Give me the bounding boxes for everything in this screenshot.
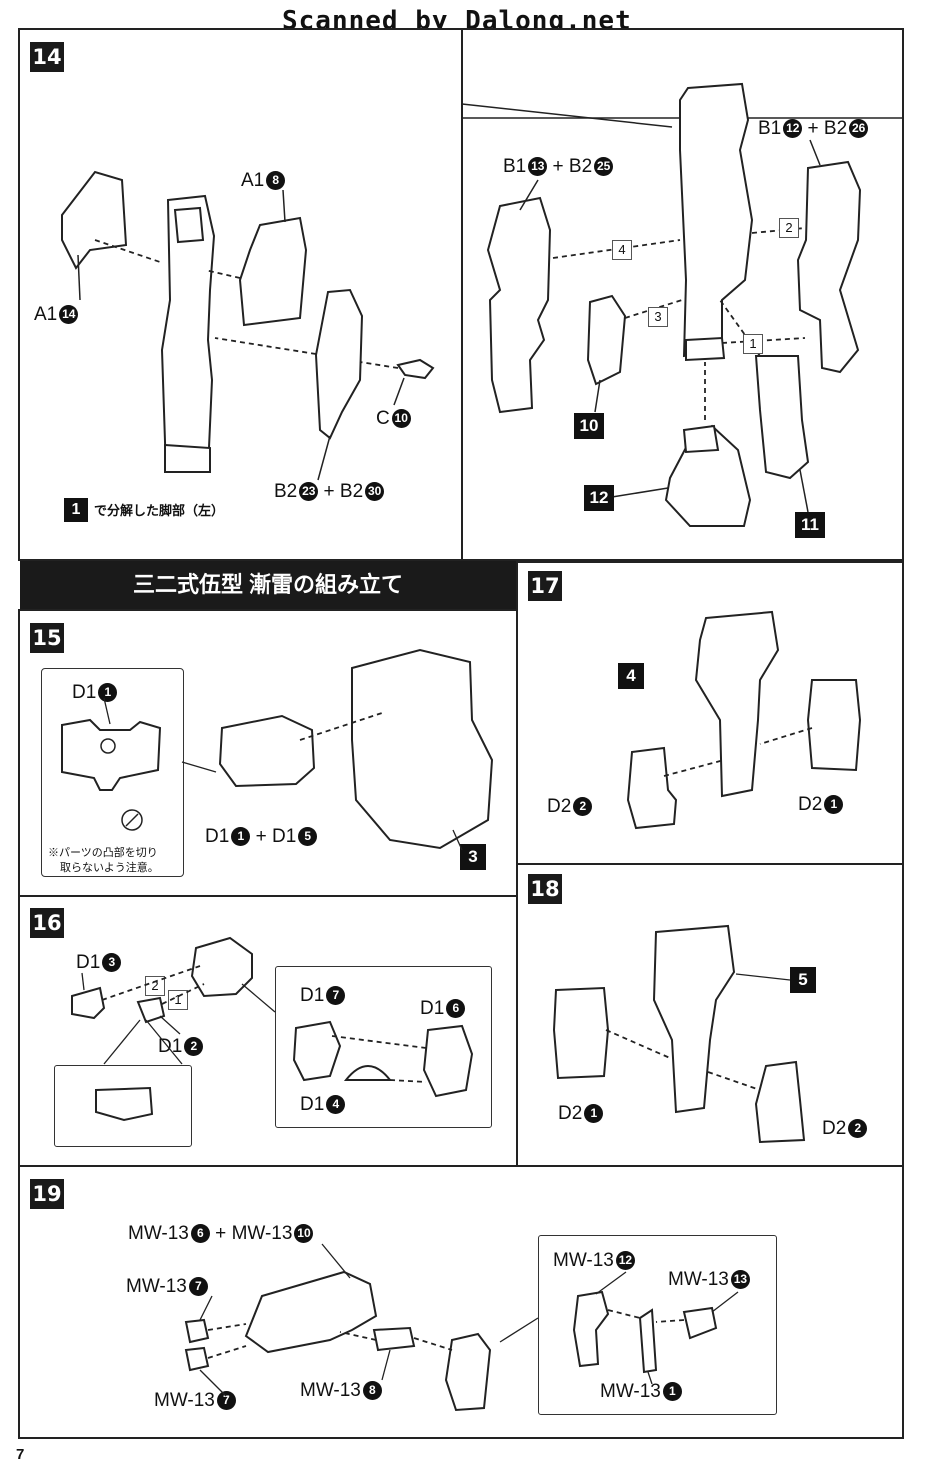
part-b1-13-b2-25 — [486, 196, 552, 414]
caution-note-line1: ※パーツの凸部を切り — [48, 847, 158, 859]
part-c-10 — [396, 358, 435, 380]
part-number-12: 12 — [584, 485, 614, 511]
order-box-3: 3 — [648, 307, 668, 327]
part-number-5: 5 — [790, 967, 816, 993]
order-box-1: 1 — [168, 990, 188, 1010]
order-box-2: 2 — [145, 976, 165, 996]
part-number-4: 4 — [618, 663, 644, 689]
step-15-number: 15 — [30, 623, 64, 653]
detail-box-grip — [538, 1235, 777, 1415]
part-a1-14 — [61, 170, 128, 270]
part-a1-8 — [238, 216, 308, 327]
order-box-2: 2 — [779, 218, 799, 238]
part-number-11: 11 — [795, 512, 825, 538]
detail-box — [41, 668, 184, 877]
step-14-number: 14 — [30, 42, 64, 72]
part-number-3: 3 — [460, 844, 486, 870]
section-title: 三二式伍型 漸雷の組み立て — [20, 561, 516, 609]
part-b1-12-b2-26 — [796, 160, 862, 374]
step-19-number: 19 — [30, 1179, 64, 1209]
order-box-1: 1 — [743, 334, 763, 354]
body-part — [351, 648, 494, 850]
step-16-number: 16 — [30, 908, 64, 938]
head-part — [218, 714, 316, 788]
part-10 — [586, 294, 627, 386]
caution-note-line2: 取らないよう注意。 — [60, 862, 159, 874]
note-disassembled-leg: で分解した脚部（左） — [94, 503, 225, 518]
page-number: 7 — [16, 1446, 25, 1463]
rifle-body — [244, 1270, 378, 1354]
part-number-10: 10 — [574, 413, 604, 439]
part-b2-23-30 — [314, 288, 364, 440]
detail-box-left — [54, 1065, 192, 1147]
step-18-number: 18 — [528, 874, 562, 904]
leg-assembly-right — [679, 82, 754, 362]
note-step-ref: 1 — [64, 498, 88, 522]
leg-assembly-left — [160, 194, 216, 474]
part-11 — [754, 355, 810, 480]
part-12 — [664, 424, 752, 527]
step-17-number: 17 — [528, 571, 562, 601]
detail-box-right — [275, 966, 492, 1128]
order-box-4: 4 — [612, 240, 632, 260]
